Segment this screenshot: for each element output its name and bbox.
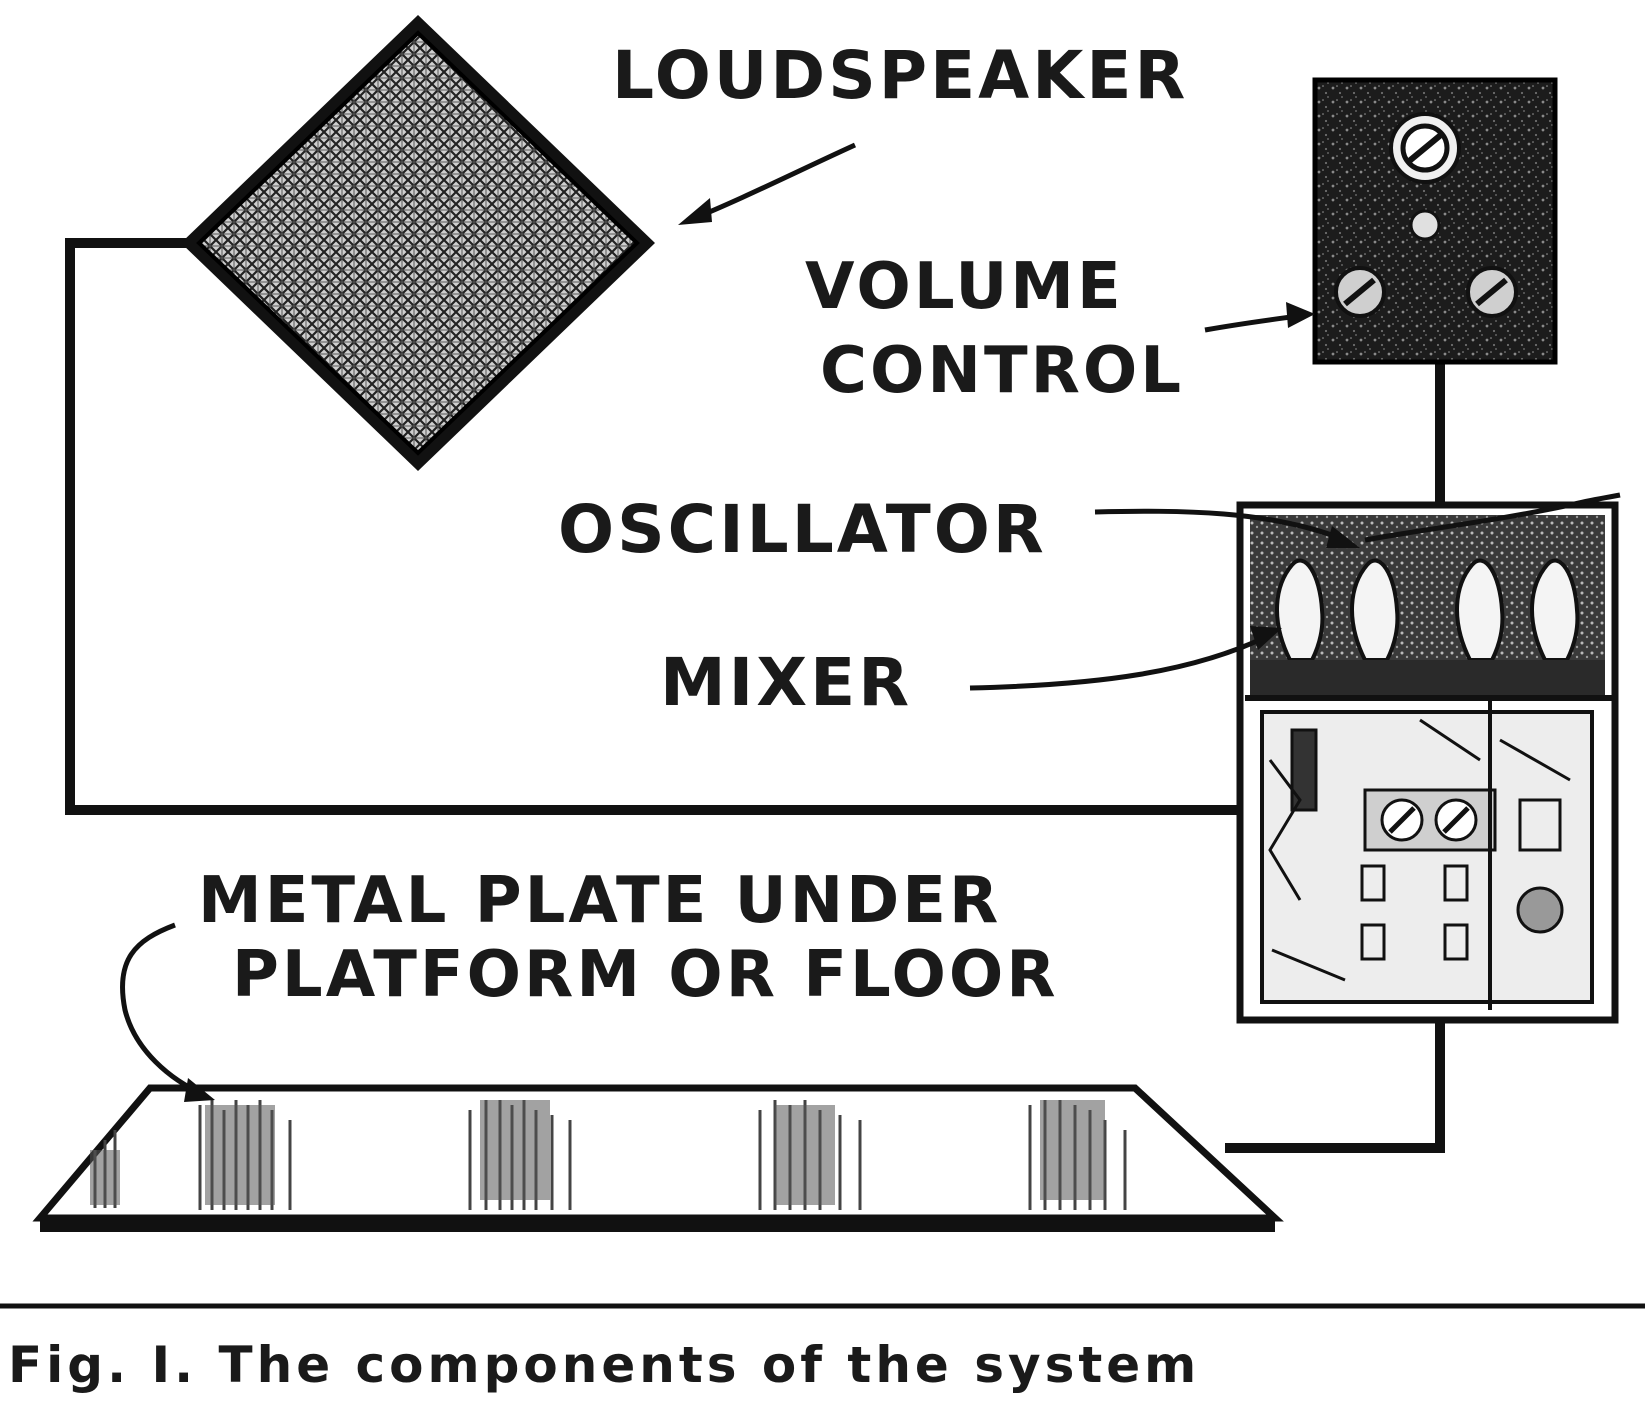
label-plate-line2: PLATFORM OR FLOOR <box>232 938 1059 1012</box>
metal-plate <box>32 1084 1284 1232</box>
wires <box>65 238 1445 1153</box>
label-mixer: MIXER <box>660 644 912 721</box>
leader-arrows <box>119 142 1621 1102</box>
circuit-components <box>1260 700 1594 1010</box>
label-loudspeaker: LOUDSPEAKER <box>612 37 1188 114</box>
arrow-head-icon <box>1286 302 1315 328</box>
arrow-head-icon <box>1250 626 1282 650</box>
vacuum-tube-icon <box>1275 558 1580 662</box>
arrow-head-icon <box>678 198 712 225</box>
label-volume-line1: VOLUME <box>805 250 1124 324</box>
figure-caption: Fig. I. The components of the system <box>8 1336 1200 1394</box>
label-oscillator: OSCILLATOR <box>558 491 1047 568</box>
arrow-head-icon <box>1326 526 1360 548</box>
oscillator-mixer-unit <box>1236 501 1619 1024</box>
label-plate-line1: METAL PLATE UNDER <box>198 864 1001 938</box>
label-volume-line2: CONTROL <box>820 334 1184 408</box>
volume-control-box <box>1312 77 1558 365</box>
loudspeaker <box>181 15 655 471</box>
arrow-head-icon <box>184 1078 215 1102</box>
